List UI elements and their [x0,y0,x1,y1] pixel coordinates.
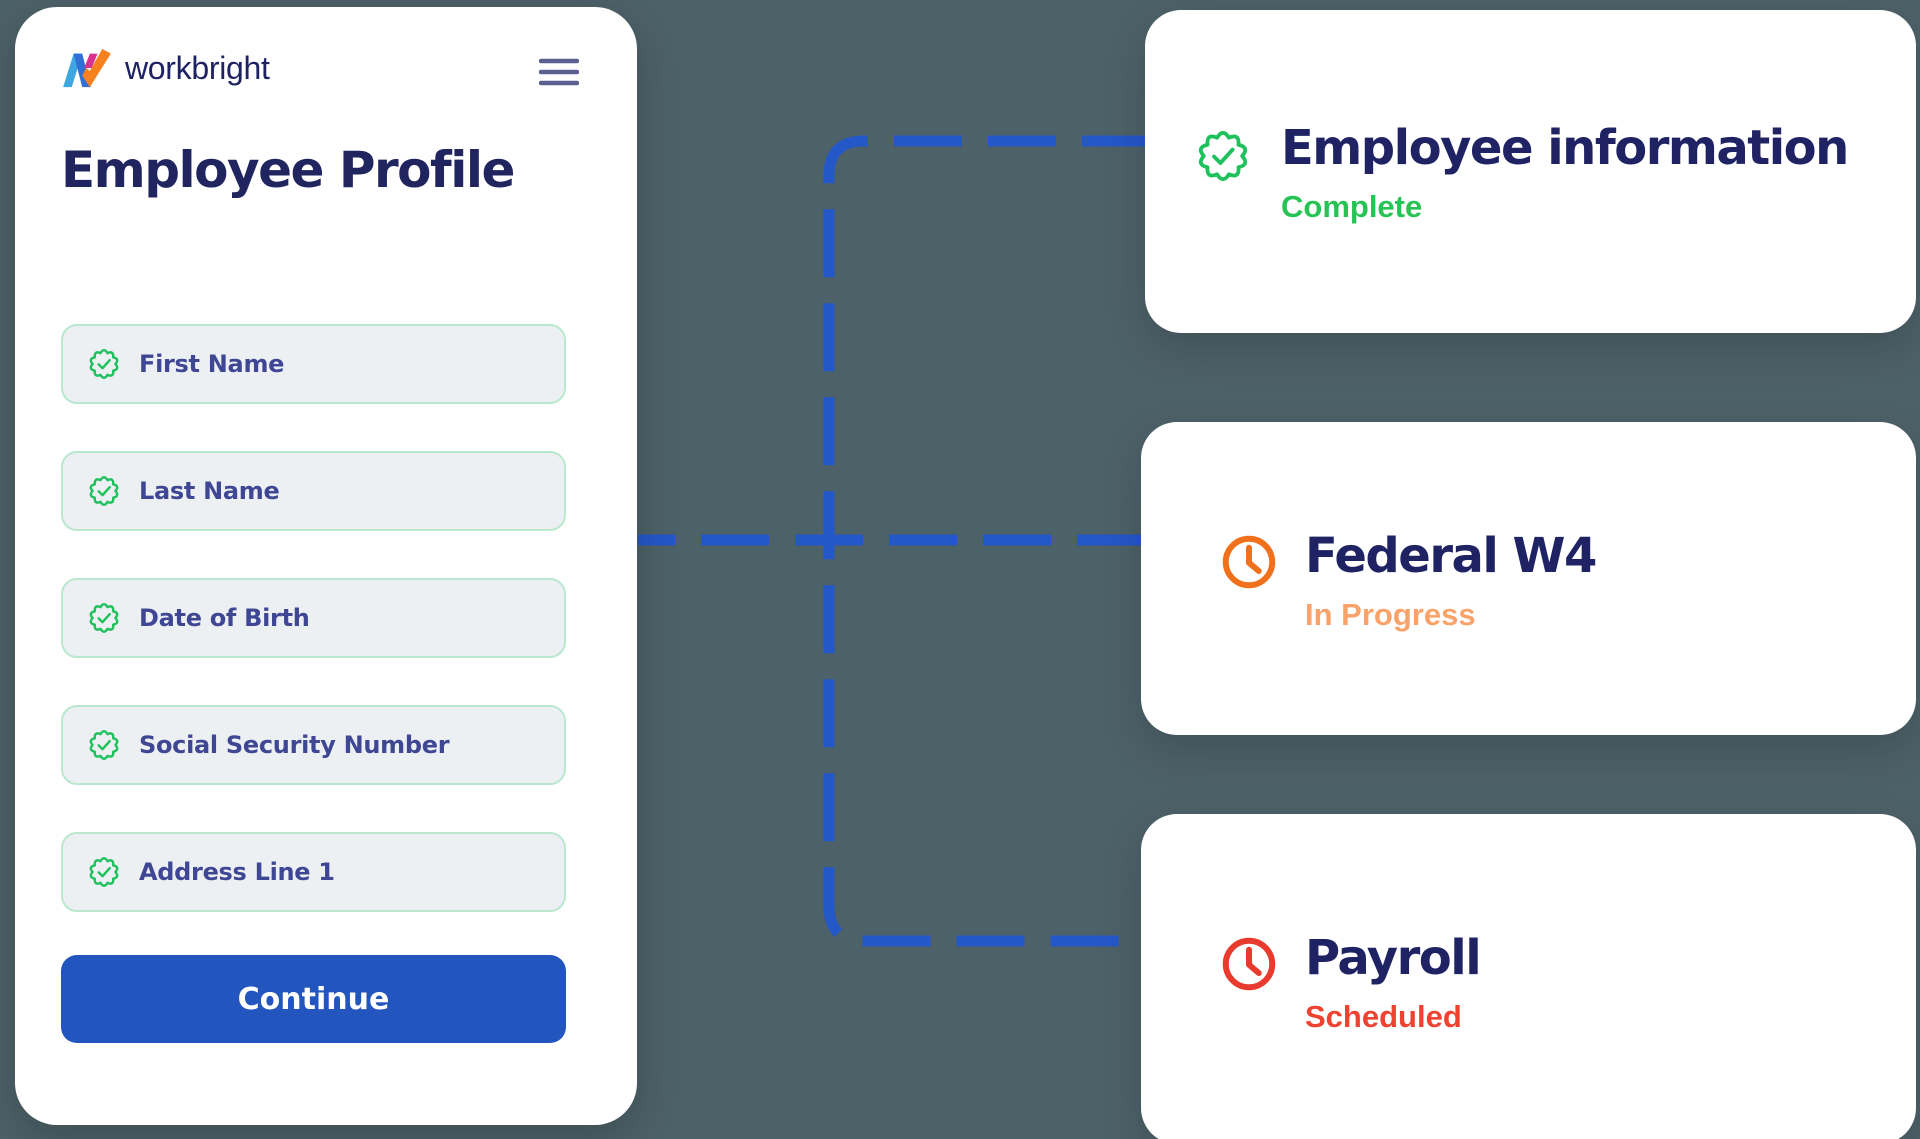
field-first-name[interactable]: First Name [61,324,566,404]
field-date-of-birth[interactable]: Date of Birth [61,578,566,658]
field-ssn[interactable]: Social Security Number [61,705,566,785]
connector-path-group [638,135,1150,947]
status-card-federal-w4[interactable]: Federal W4 In Progress [1141,422,1916,735]
connector-branch-top-bottom [823,135,1150,947]
field-label: Date of Birth [139,604,310,632]
status-card-text: Payroll Scheduled [1305,930,1482,1035]
status-badge: In Progress [1305,596,1476,632]
status-card-content: Payroll Scheduled [1219,930,1482,1035]
continue-button[interactable]: Continue [61,955,566,1043]
check-badge-icon [89,730,119,760]
status-card-title: Employee information [1281,120,1849,176]
check-badge-icon [89,476,119,506]
phone-card: workbright Employee Profile First Name [15,7,637,1125]
status-card-text: Employee information Complete [1281,120,1849,225]
field-address-line-1[interactable]: Address Line 1 [61,832,566,912]
page-title: Employee Profile [61,141,515,199]
workbright-logo: workbright [61,47,270,89]
status-badge: Scheduled [1305,998,1462,1034]
clock-icon [1222,535,1276,589]
hamburger-menu-icon[interactable] [539,57,579,87]
field-label: Address Line 1 [139,858,335,886]
status-card-content: Federal W4 In Progress [1219,528,1597,633]
check-badge-icon [89,603,119,633]
field-last-name[interactable]: Last Name [61,451,566,531]
workbright-w-mark-icon [63,48,111,88]
status-card-payroll[interactable]: Payroll Scheduled [1141,814,1916,1139]
clock-icon [1222,937,1276,991]
field-label: Last Name [139,477,280,505]
status-card-content: Employee information Complete [1191,120,1849,225]
check-badge-icon [89,349,119,379]
check-badge-icon [1198,130,1248,182]
field-label: Social Security Number [139,731,450,759]
logo-wordmark: workbright [125,49,270,86]
continue-button-label: Continue [237,981,390,1017]
status-card-employee-information[interactable]: Employee information Complete [1145,10,1916,333]
status-card-title: Federal W4 [1305,528,1597,584]
field-label: First Name [139,350,285,378]
status-card-title: Payroll [1305,930,1482,986]
status-card-text: Federal W4 In Progress [1305,528,1597,633]
status-badge: Complete [1281,188,1423,224]
check-badge-icon [89,857,119,887]
